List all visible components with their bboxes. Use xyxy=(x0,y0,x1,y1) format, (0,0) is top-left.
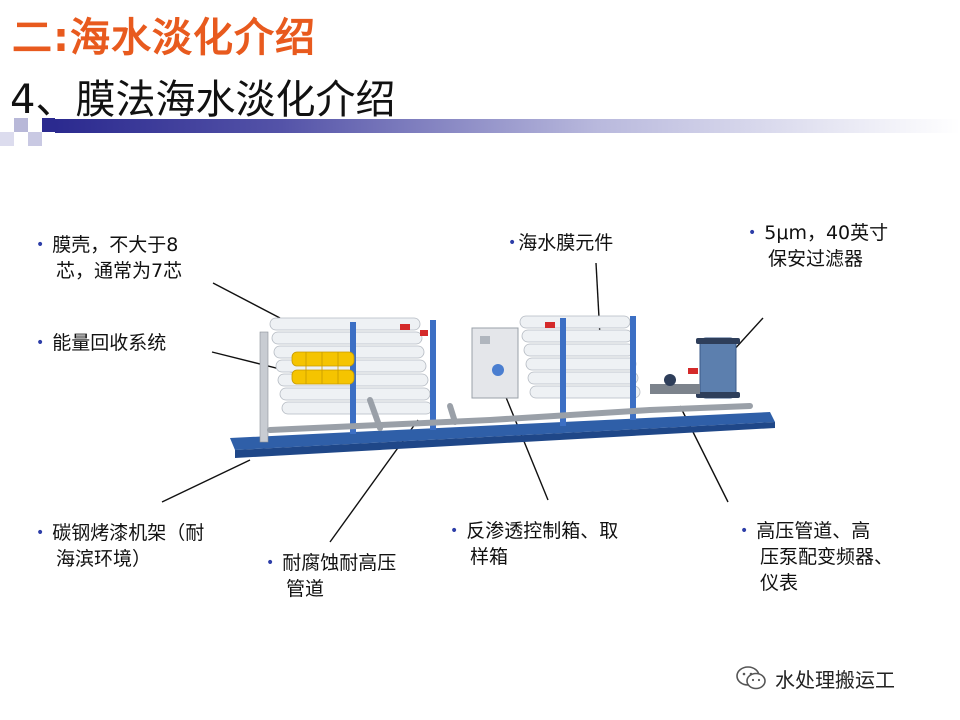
ro-desalination-unit-illustration xyxy=(230,315,775,458)
callout-line: 高压管道、高 xyxy=(756,520,871,542)
callout-membrane-element: •海水膜元件 xyxy=(508,230,613,256)
callout-line: 5μm，40英寸 xyxy=(764,222,889,244)
bullet: • xyxy=(36,335,45,351)
callout-line: 管道 xyxy=(286,578,325,600)
title-decor-square xyxy=(28,132,42,146)
callout-control-box: • 反渗透控制箱、取 样箱 xyxy=(450,518,618,570)
bullet: • xyxy=(508,235,517,251)
callout-line: 芯，通常为7芯 xyxy=(56,260,183,282)
callout-security-filter: • 5μm，40英寸 保安过滤器 xyxy=(748,220,888,272)
control-cabinet xyxy=(471,327,519,399)
callout-line: 耐腐蚀耐高压 xyxy=(282,552,397,574)
bullet: • xyxy=(748,225,757,241)
callout-line: 海滨环境） xyxy=(56,548,152,570)
base-frame xyxy=(230,412,775,450)
energy-recovery-devices xyxy=(291,351,355,385)
callout-line: 海水膜元件 xyxy=(518,232,614,254)
title-underline-bar xyxy=(55,119,960,133)
title-decor-square xyxy=(0,132,14,146)
watermark: 水处理搬运工 xyxy=(735,664,895,692)
callout-line: 碳钢烤漆机架（耐 xyxy=(52,522,205,544)
callout-line: 能量回收系统 xyxy=(52,332,167,354)
leader-frame xyxy=(161,459,251,503)
callout-line: 保安过滤器 xyxy=(768,248,864,270)
watermark-text: 水处理搬运工 xyxy=(775,667,895,692)
leader-membrane-shell xyxy=(212,282,281,319)
callout-hp-pipe: • 高压管道、高 压泵配变频器、 仪表 xyxy=(740,518,893,596)
leader-security-filter xyxy=(731,317,764,353)
callout-line: 样箱 xyxy=(470,546,509,568)
callout-membrane-shell: • 膜壳，不大于8 芯，通常为7芯 xyxy=(36,232,182,284)
bullet: • xyxy=(36,525,45,541)
bullet: • xyxy=(740,523,749,539)
bullet: • xyxy=(450,523,459,539)
callout-line: 膜壳，不大于8 xyxy=(52,234,179,256)
bullet: • xyxy=(266,555,275,571)
callout-line: 仪表 xyxy=(760,572,799,594)
title-decor-square xyxy=(42,118,55,132)
cartridge-filter xyxy=(699,337,737,399)
section-title: 二:海水淡化介绍 xyxy=(12,15,316,61)
leader-control-box xyxy=(502,389,549,501)
title-decor-square xyxy=(14,118,28,132)
page-title: 4、膜法海水淡化介绍 xyxy=(10,77,396,123)
callout-line: 反渗透控制箱、取 xyxy=(466,520,619,542)
bullet: • xyxy=(36,237,45,253)
wechat-icon xyxy=(736,666,766,690)
callout-energy-recovery: • 能量回收系统 xyxy=(36,330,166,356)
callout-pipe: • 耐腐蚀耐高压 管道 xyxy=(266,550,396,602)
callout-line: 压泵配变频器、 xyxy=(760,546,894,568)
callout-frame: • 碳钢烤漆机架（耐 海滨环境） xyxy=(36,520,204,572)
